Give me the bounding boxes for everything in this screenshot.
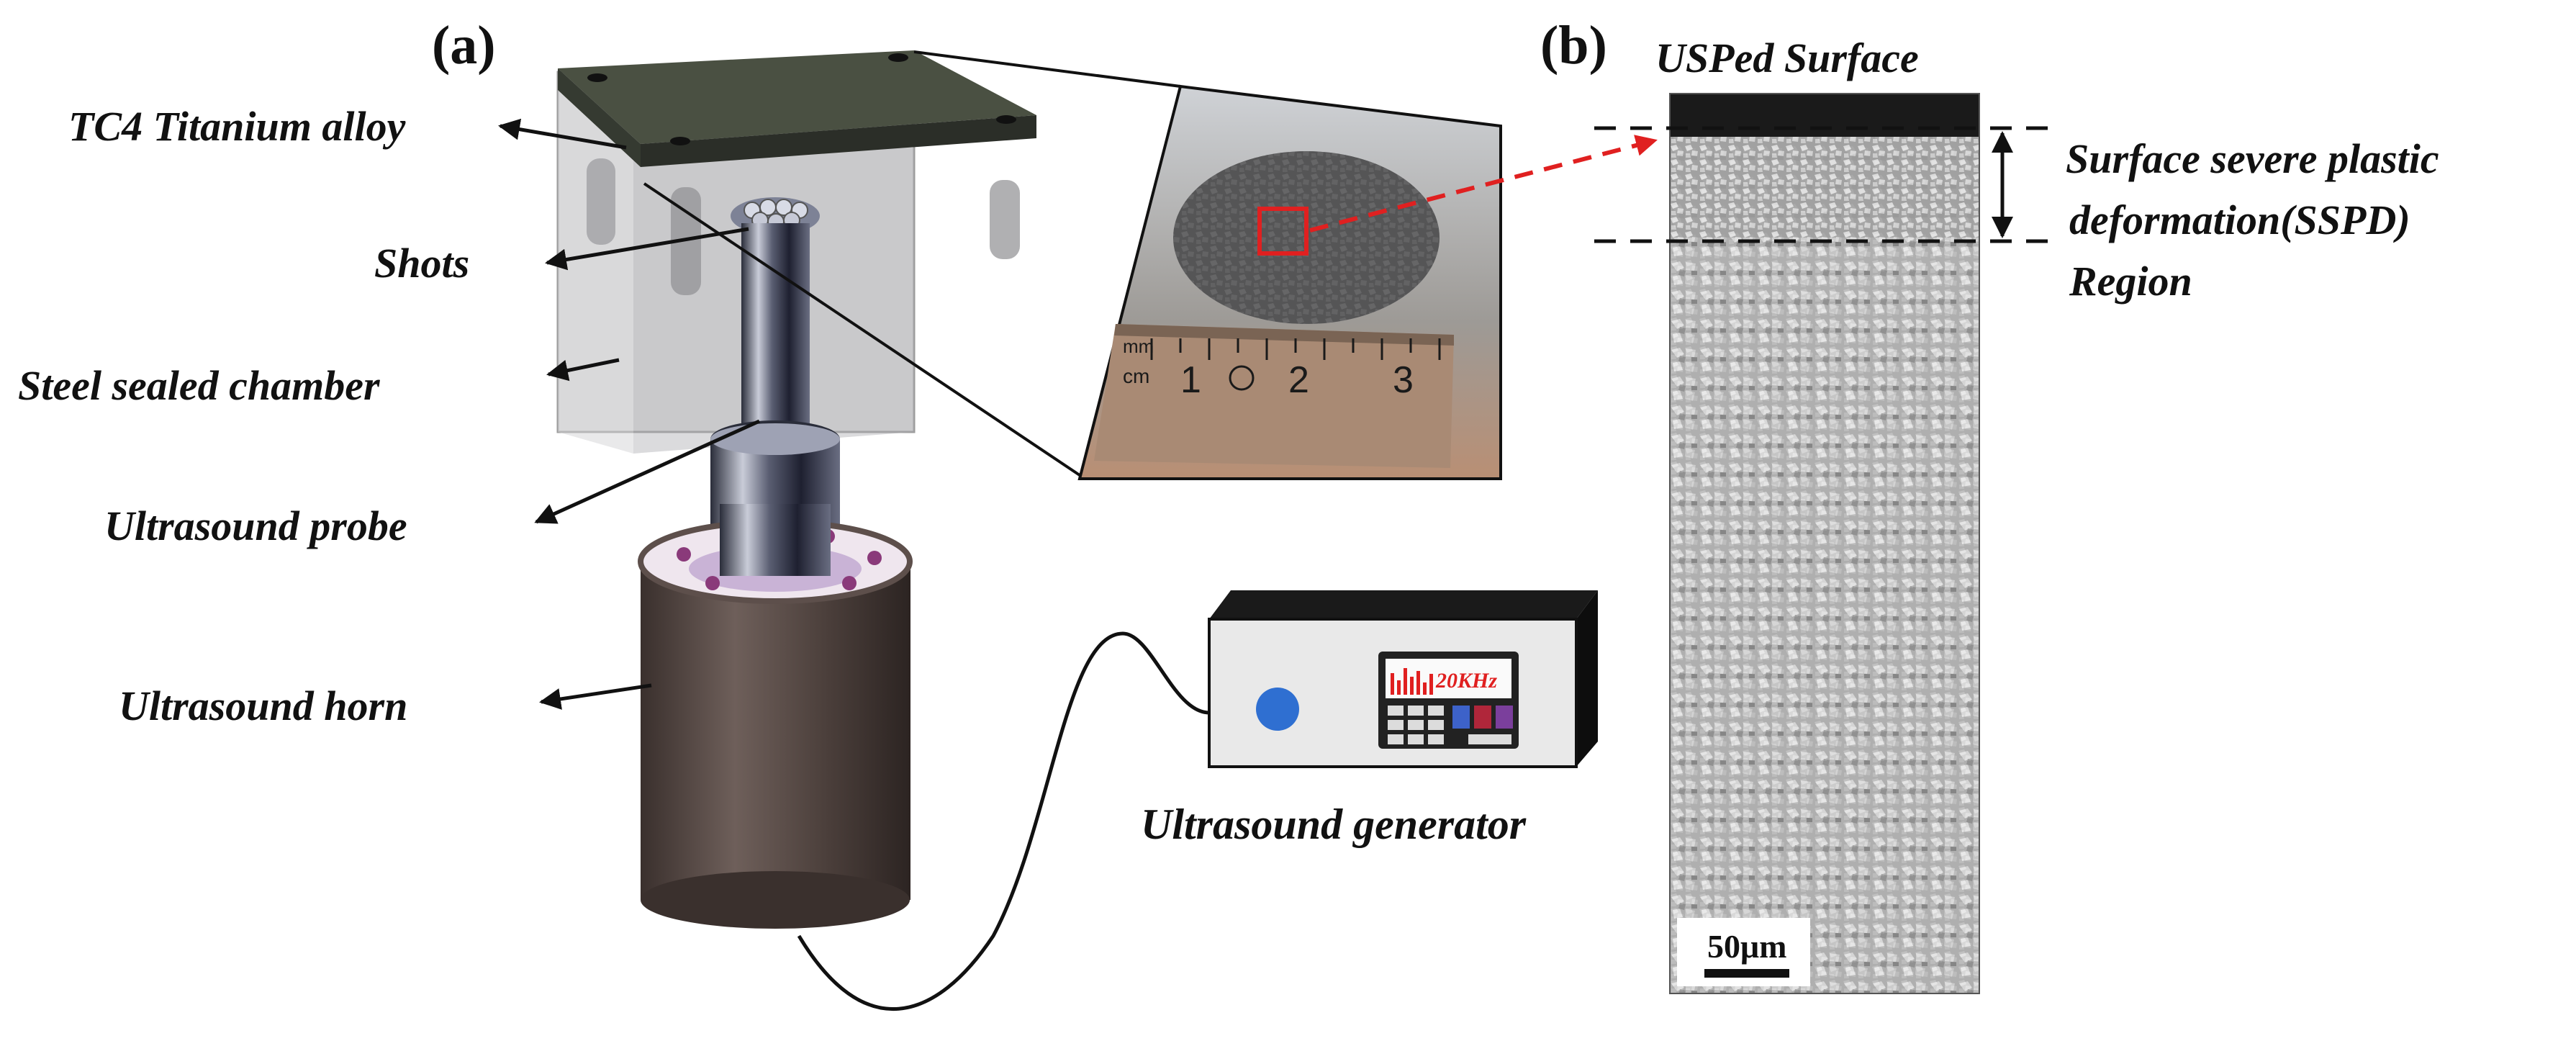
generator-knob bbox=[1256, 688, 1299, 731]
label-sspd-line1: Surface severe plastic bbox=[2066, 135, 2439, 182]
panel-a-letter: (a) bbox=[432, 15, 496, 76]
label-ultrasound-generator: Ultrasound generator bbox=[1141, 801, 1527, 848]
zoom-line-bottom bbox=[643, 182, 1081, 477]
sample-photo-inset bbox=[1077, 84, 1502, 480]
ruler-mark-3: 3 bbox=[1393, 359, 1414, 401]
arrow-probe bbox=[534, 419, 761, 524]
label-tc4-titanium-alloy: TC4 Titanium alloy bbox=[68, 103, 406, 150]
tc4-titanium-plate bbox=[558, 50, 1036, 167]
ultrasound-horn bbox=[638, 504, 913, 929]
arrow-chamber bbox=[546, 358, 620, 382]
panel-b-letter: (b) bbox=[1540, 15, 1607, 76]
scale-bar: 50μm bbox=[1677, 918, 1810, 986]
generator-cable bbox=[797, 631, 1210, 1011]
label-sspd-line3: Region bbox=[2069, 258, 2192, 305]
ruler-mark-1: 1 bbox=[1180, 359, 1201, 401]
label-shots: Shots bbox=[374, 240, 469, 287]
label-sspd-line2: deformation(SSPD) bbox=[2069, 197, 2410, 243]
label-ultrasound-probe: Ultrasound probe bbox=[104, 503, 407, 549]
ruler-unit-mm: mm bbox=[1123, 335, 1154, 357]
micrograph bbox=[1669, 93, 1980, 994]
label-usped-surface: USPed Surface bbox=[1655, 35, 1919, 81]
generator-frequency: 20KHz bbox=[1435, 669, 1497, 693]
ruler-unit-cm: cm bbox=[1123, 365, 1149, 387]
ruler-mark-2: 2 bbox=[1288, 359, 1309, 401]
highlight-box bbox=[1257, 207, 1309, 256]
arrow-tc4 bbox=[498, 118, 627, 150]
ultrasound-generator: 20KHz bbox=[1208, 590, 1598, 768]
label-ultrasound-horn: Ultrasound horn bbox=[119, 682, 407, 729]
arrow-shots bbox=[545, 227, 749, 271]
scale-bar-label: 50μm bbox=[1707, 928, 1786, 965]
zoom-line-top bbox=[913, 50, 1181, 88]
ruler: mm cm 1 2 3 bbox=[1123, 335, 1441, 401]
arrow-horn bbox=[539, 683, 652, 710]
label-steel-sealed-chamber: Steel sealed chamber bbox=[18, 362, 380, 409]
